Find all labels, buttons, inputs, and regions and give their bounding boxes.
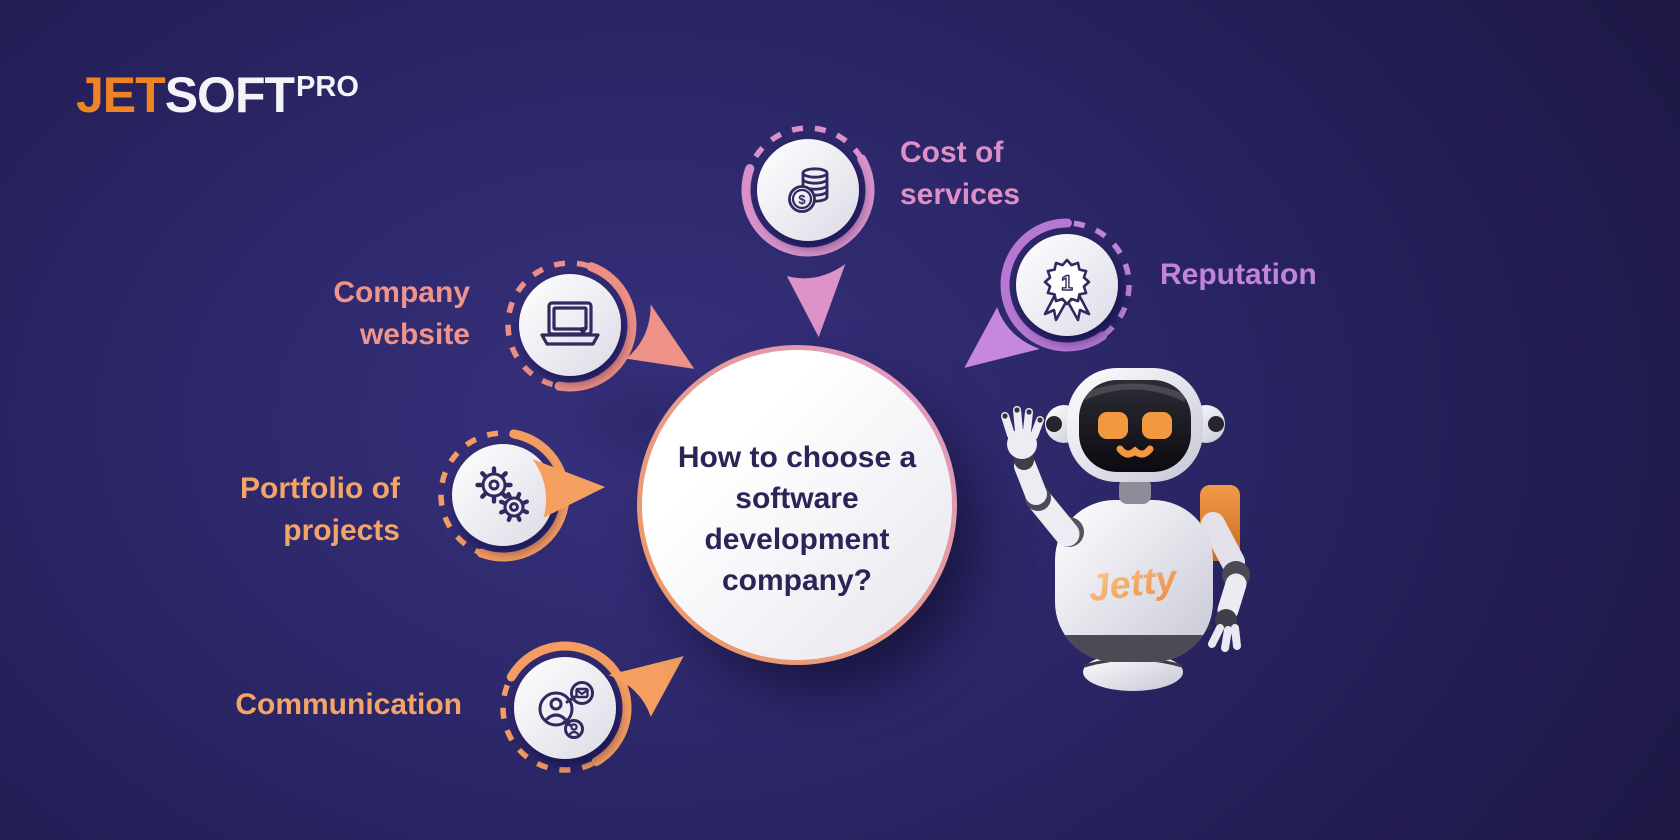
- label-line: Reputation: [1160, 258, 1317, 291]
- label-line: website: [359, 318, 470, 351]
- cost-of-services-label: Cost of services: [900, 132, 1020, 216]
- brand-logo: JETSOFTPRO: [76, 66, 359, 124]
- robot-left-arm: [1001, 406, 1084, 547]
- solid-ring-arc: [1000, 218, 1134, 352]
- logo-soft: SOFT: [164, 67, 295, 123]
- title-line: development: [704, 523, 890, 556]
- label-line: Portfolio of: [240, 472, 400, 505]
- label-line: projects: [283, 514, 400, 547]
- icon-disc: [519, 274, 621, 376]
- robot-smile: [1116, 445, 1154, 458]
- jetty-robot-illustration: Jetty: [1001, 368, 1250, 691]
- label-line: services: [900, 178, 1021, 211]
- robot-body: Jetty: [1055, 500, 1213, 662]
- communication-label: Communication: [112, 684, 462, 726]
- portfolio-badge: [436, 428, 570, 562]
- label-line: Company: [333, 276, 470, 309]
- gears-icon: [475, 466, 530, 523]
- cost-of-services-badge: $: [741, 123, 875, 257]
- icon-disc: [514, 657, 616, 759]
- reputation-badge: 1: [1000, 218, 1134, 352]
- title-line: How to choose a: [677, 441, 917, 474]
- communication-badge: [498, 641, 632, 775]
- robot-neck: [1119, 478, 1151, 504]
- robot-eye-right: [1142, 412, 1172, 439]
- portfolio-label: Portfolio of projects: [100, 468, 400, 552]
- company-website-label: Company website: [120, 272, 470, 356]
- center-question-circle: How to choose a software development com…: [637, 345, 957, 665]
- title-line: software: [735, 482, 859, 515]
- company-website-badge: [503, 258, 637, 392]
- rank-glyph: 1: [1061, 272, 1073, 295]
- company-website-arrow: [626, 304, 695, 369]
- solid-ring-arc: [503, 258, 637, 392]
- title-line: company?: [721, 564, 872, 597]
- cost-of-services-arrow: [786, 264, 846, 338]
- laptop-icon: [540, 301, 600, 346]
- coins-icon: $: [788, 167, 829, 213]
- communication-arrow: [608, 656, 684, 717]
- award-ribbon-icon: 1: [1043, 258, 1091, 322]
- reputation-label: Reputation: [1160, 254, 1317, 296]
- center-title: How to choose a software development com…: [678, 437, 916, 601]
- logo-jet: JET: [76, 67, 166, 123]
- portfolio-arrow: [532, 459, 606, 518]
- robot-head: [1046, 368, 1224, 482]
- robot-visor: [1079, 380, 1191, 472]
- solid-ring-arc: [741, 123, 875, 257]
- dollar-glyph: $: [798, 192, 806, 207]
- label-line: Cost of: [900, 136, 1004, 169]
- label-line: Communication: [235, 688, 462, 721]
- logo-pro: PRO: [296, 71, 359, 103]
- solid-ring-arc: [498, 641, 632, 775]
- robot-right-arm: [1197, 512, 1250, 652]
- robot-eye-left: [1098, 412, 1128, 439]
- people-network-icon: [538, 681, 594, 739]
- reputation-arrow: [964, 307, 1040, 368]
